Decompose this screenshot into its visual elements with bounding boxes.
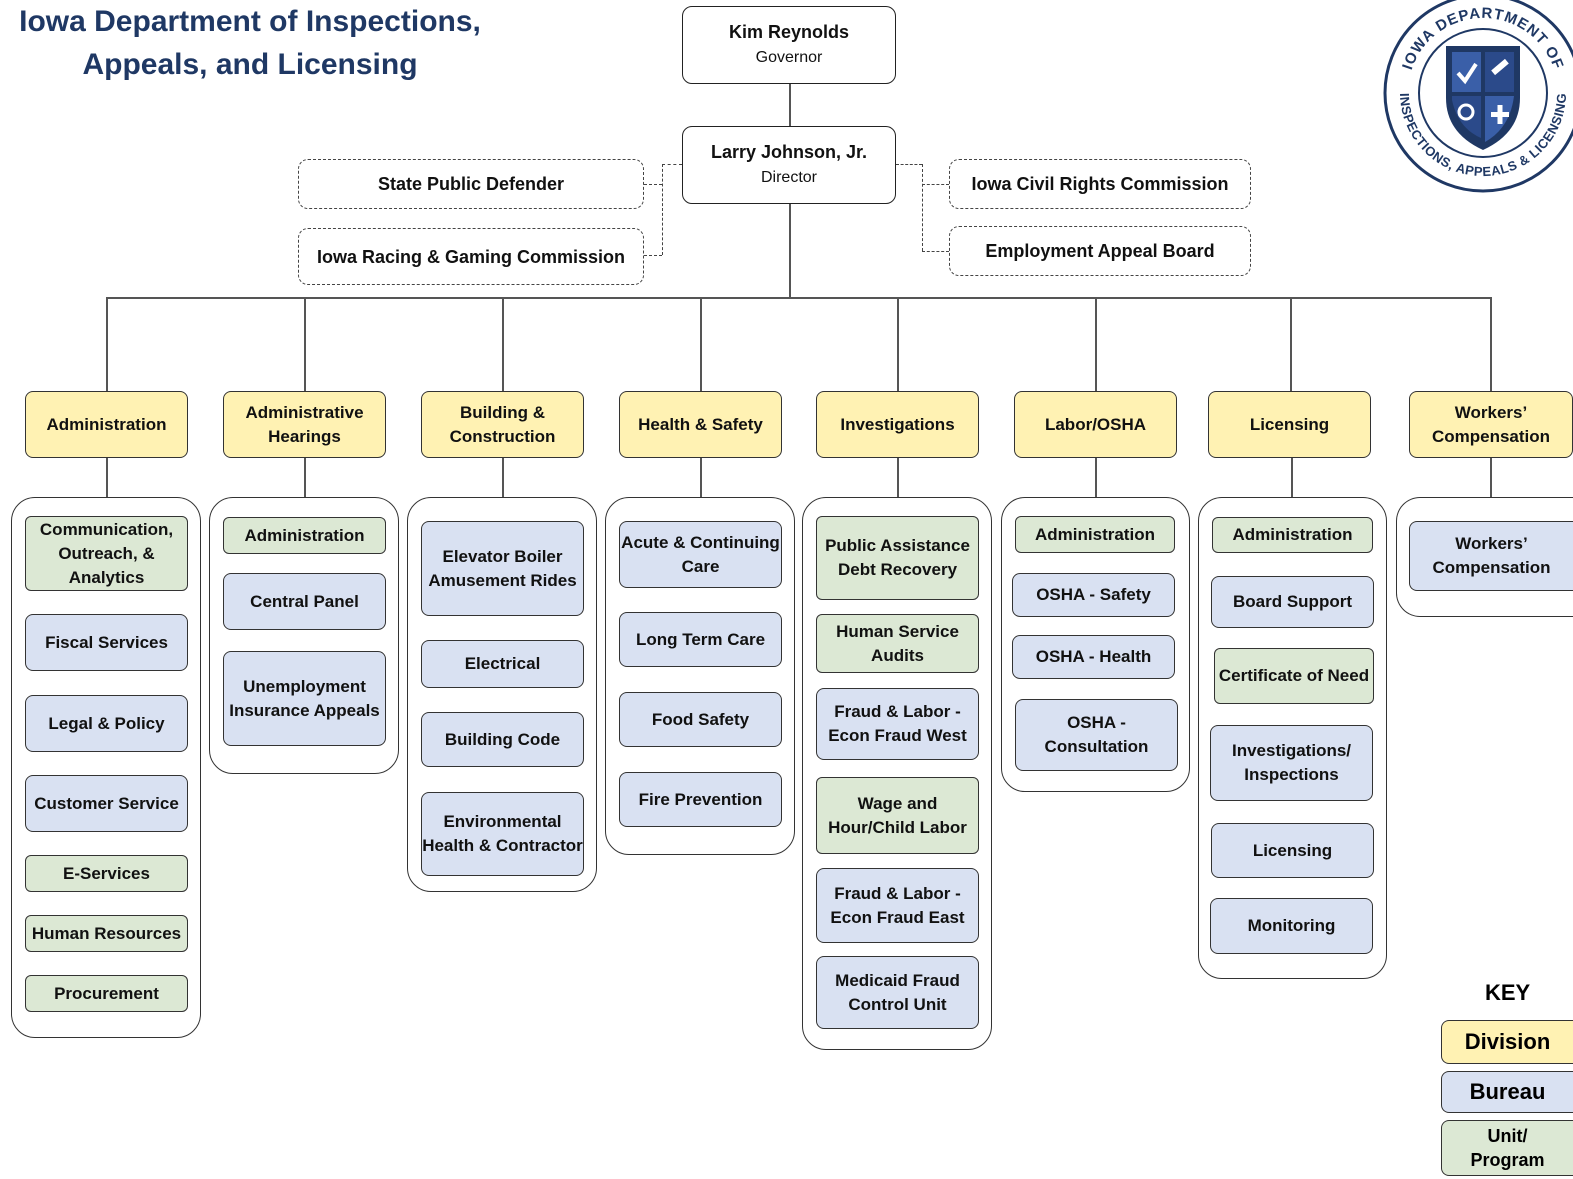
division-group [11,497,201,1038]
bureau-box: Medicaid Fraud Control Unit [816,956,979,1029]
connector-line [502,458,504,497]
dashed-connector [644,184,662,185]
department-seal-logo: IOWA DEPARTMENT OF INSPECTIONS, APPEALS … [1383,0,1573,193]
connector-line [700,458,702,497]
unit-box: Administration [1212,517,1373,553]
bureau-box: OSHA - Consultation [1015,699,1178,771]
bureau-box: Customer Service [25,775,188,832]
bureau-box: Monitoring [1210,898,1373,954]
division-bus-line [106,297,1491,299]
bureau-box: Licensing [1211,823,1374,878]
director-role: Director [760,169,817,186]
division-health-safety: Health & Safety [619,391,782,458]
bureau-box: Workers’ Compensation [1409,521,1573,591]
bureau-box: Board Support [1211,576,1374,628]
unit-box: Human Service Audits [816,614,979,673]
employment-appeal-board-box: Employment Appeal Board [949,226,1251,276]
dashed-connector [662,164,682,165]
racing-gaming-commission-box: Iowa Racing & Gaming Commission [298,228,644,285]
dashed-connector [896,164,922,165]
dashed-connector [662,164,663,255]
title-line-2: Appeals, and Licensing [82,48,418,81]
bureau-box: OSHA - Health [1012,635,1175,679]
director-box: Larry Johnson, Jr. Director [682,126,896,204]
unit-box: Wage and Hour/Child Labor [816,777,979,854]
connector-line [1095,458,1097,497]
division-workers-compensation: Workers’ Compensation [1409,391,1573,458]
bureau-box: Environmental Health & Contractor [421,792,584,876]
governor-role: Governor [755,49,823,66]
connector-line [1490,297,1492,391]
unit-box: E-Services [25,855,188,892]
bureau-box: Unemployment Insurance Appeals [223,651,386,746]
bureau-box: Investigations/ Inspections [1210,725,1373,801]
legend-division: Division [1441,1020,1573,1064]
division-group [1001,497,1190,792]
state-public-defender-box: State Public Defender [298,159,644,209]
dashed-connector [922,164,923,251]
division-investigations: Investigations [816,391,979,458]
title-line-1: Iowa Department of Inspections, [19,5,481,38]
dashed-connector [922,184,949,185]
division-group [1198,497,1387,979]
connector-line [789,204,791,298]
unit-box: Administration [223,517,386,554]
legend-title: KEY [1485,980,1531,1005]
division-licensing: Licensing [1208,391,1371,458]
division-administrative-hearings: Administrative Hearings [223,391,386,458]
page-title: Iowa Department of Inspections, Appeals,… [0,0,500,86]
unit-box: Procurement [25,975,188,1012]
director-name: Larry Johnson, Jr. [710,142,868,162]
connector-line [1490,458,1492,497]
dashed-connector [644,255,662,256]
connector-line [1290,297,1292,391]
bureau-box: Electrical [421,640,584,688]
division-group [407,497,597,892]
bureau-box: Fraud & Labor - Econ Fraud East [816,868,979,943]
legend-bureau: Bureau [1441,1071,1573,1113]
bureau-box: Central Panel [223,573,386,630]
governor-name: Kim Reynolds [728,22,850,42]
connector-line [1095,297,1097,391]
division-building-construction: Building & Construction [421,391,584,458]
connector-line [1291,458,1293,497]
connector-line [106,297,108,391]
unit-box: Human Resources [25,915,188,952]
connector-line [897,458,899,497]
connector-line [502,297,504,391]
unit-box: Public Assistance Debt Recovery [816,516,979,600]
bureau-box: Elevator Boiler Amusement Rides [421,521,584,616]
governor-box: Kim Reynolds Governor [682,6,896,84]
bureau-box: Acute & Continuing Care [619,521,782,588]
connector-line [789,84,791,126]
bureau-box: Fraud & Labor - Econ Fraud West [816,688,979,760]
bureau-box: OSHA - Safety [1012,573,1175,617]
unit-box: Certificate of Need [1214,648,1374,704]
connector-line [897,297,899,391]
division-labor-osha: Labor/OSHA [1014,391,1177,458]
division-group [802,497,992,1050]
connector-line [304,297,306,391]
bureau-box: Fire Prevention [619,772,782,827]
division-group [605,497,795,855]
division-group [209,497,399,774]
legend-unit-program: Unit/ Program [1441,1120,1573,1176]
connector-line [106,458,108,497]
connector-line [700,297,702,391]
bureau-box: Long Term Care [619,612,782,667]
civil-rights-commission-box: Iowa Civil Rights Commission [949,159,1251,209]
connector-line [304,458,306,497]
dashed-connector [922,251,949,252]
bureau-box: Legal & Policy [25,695,188,752]
division-group [1396,497,1573,617]
unit-box: Communication, Outreach, & Analytics [25,516,188,591]
bureau-box: Food Safety [619,692,782,747]
division-administration: Administration [25,391,188,458]
unit-box: Administration [1015,516,1175,553]
bureau-box: Fiscal Services [25,614,188,671]
bureau-box: Building Code [421,712,584,767]
